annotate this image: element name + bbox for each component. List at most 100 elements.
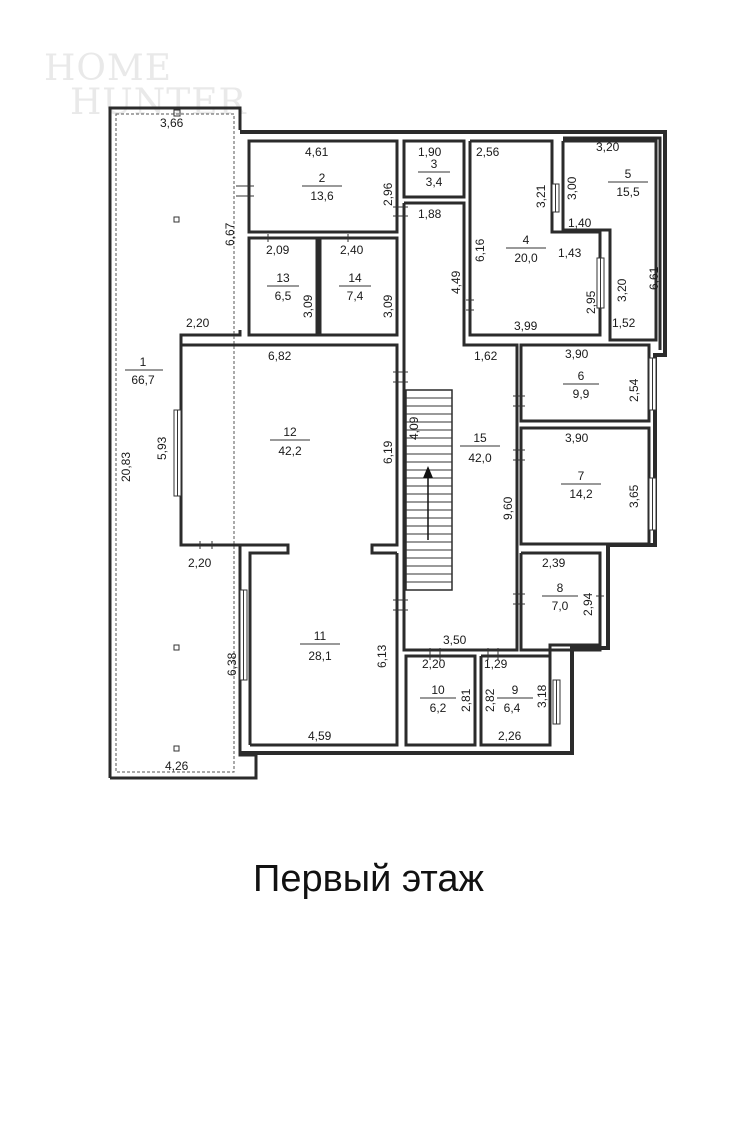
svg-text:13: 13 <box>276 271 290 285</box>
svg-text:14,2: 14,2 <box>569 487 593 501</box>
svg-text:1,52: 1,52 <box>612 316 636 330</box>
svg-text:2,54: 2,54 <box>627 378 641 402</box>
svg-text:2,94: 2,94 <box>581 592 595 616</box>
svg-text:2,09: 2,09 <box>266 243 290 257</box>
svg-text:66,7: 66,7 <box>131 373 155 387</box>
svg-text:3,4: 3,4 <box>426 175 443 189</box>
room-15-label: 15 42,0 <box>460 431 500 465</box>
room-9-label: 96,4 <box>497 683 533 715</box>
windows <box>173 183 657 725</box>
svg-text:4,59: 4,59 <box>308 729 332 743</box>
svg-text:2,81: 2,81 <box>459 688 473 712</box>
room-2-label: 213,6 <box>302 171 342 203</box>
svg-text:15: 15 <box>473 431 487 445</box>
svg-text:6,61: 6,61 <box>647 266 661 290</box>
svg-text:13,6: 13,6 <box>310 189 334 203</box>
svg-text:2,39: 2,39 <box>542 556 566 570</box>
svg-text:3,90: 3,90 <box>565 347 589 361</box>
svg-text:6,2: 6,2 <box>430 701 447 715</box>
svg-text:7,4: 7,4 <box>347 289 364 303</box>
svg-text:2,96: 2,96 <box>381 182 395 206</box>
svg-text:3,20: 3,20 <box>596 140 620 154</box>
svg-text:3,09: 3,09 <box>301 294 315 318</box>
room-7-label: 714,2 <box>561 469 601 501</box>
room-11-label: 11 28,1 <box>300 629 340 663</box>
svg-text:6,5: 6,5 <box>275 289 292 303</box>
floor-title: Первый этаж <box>253 858 484 900</box>
svg-text:3,09: 3,09 <box>381 294 395 318</box>
svg-text:5: 5 <box>625 167 632 181</box>
svg-text:2: 2 <box>319 171 326 185</box>
svg-text:2,20: 2,20 <box>188 556 212 570</box>
svg-text:7,0: 7,0 <box>552 599 569 613</box>
room-3-label: 33,4 <box>418 157 450 189</box>
svg-text:9,60: 9,60 <box>501 496 515 520</box>
svg-text:2,40: 2,40 <box>340 243 364 257</box>
svg-text:6,82: 6,82 <box>268 349 292 363</box>
svg-text:12: 12 <box>283 425 297 439</box>
svg-text:3,00: 3,00 <box>565 176 579 200</box>
svg-text:3,18: 3,18 <box>535 684 549 708</box>
svg-text:8: 8 <box>557 581 564 595</box>
svg-text:6,16: 6,16 <box>473 238 487 262</box>
svg-text:14: 14 <box>348 271 362 285</box>
svg-text:2,95: 2,95 <box>584 290 598 314</box>
svg-text:2,20: 2,20 <box>186 316 210 330</box>
svg-text:4,49: 4,49 <box>449 270 463 294</box>
room-1-label: 166,7 <box>125 355 163 387</box>
markers <box>173 109 181 752</box>
svg-text:4,26: 4,26 <box>165 759 189 773</box>
svg-text:3,99: 3,99 <box>514 319 538 333</box>
svg-text:2,26: 2,26 <box>498 729 522 743</box>
svg-text:2,56: 2,56 <box>476 145 500 159</box>
svg-text:2,82: 2,82 <box>483 688 497 712</box>
svg-text:2,20: 2,20 <box>422 657 446 671</box>
svg-text:1,40: 1,40 <box>568 216 592 230</box>
svg-text:6,67: 6,67 <box>223 222 237 246</box>
svg-text:15,5: 15,5 <box>616 185 640 199</box>
room-13-label: 136,5 <box>267 271 299 303</box>
svg-text:3,66: 3,66 <box>160 116 184 130</box>
room-8-label: 87,0 <box>542 581 578 613</box>
svg-text:1,62: 1,62 <box>474 349 498 363</box>
staircase <box>405 389 453 591</box>
svg-text:20,83: 20,83 <box>119 452 133 482</box>
svg-text:9: 9 <box>512 683 519 697</box>
walls <box>108 106 667 780</box>
doors <box>199 185 604 660</box>
room-4-label: 420,0 <box>506 233 546 265</box>
svg-text:1,88: 1,88 <box>418 207 442 221</box>
svg-text:6: 6 <box>578 369 585 383</box>
dimension-labels: 3,66 4,61 1,90 2,56 3,20 2,96 1,88 3,21 … <box>119 116 661 773</box>
room-5-label: 515,5 <box>608 167 648 199</box>
svg-text:11: 11 <box>314 629 327 643</box>
svg-text:5,93: 5,93 <box>155 436 169 460</box>
svg-text:28,1: 28,1 <box>308 649 332 663</box>
svg-text:10: 10 <box>431 683 445 697</box>
svg-text:7: 7 <box>578 469 585 483</box>
svg-text:9,9: 9,9 <box>573 387 590 401</box>
room-labels: 166,7 213,6 33,4 420,0 515,5 69,9 714,2 … <box>125 157 648 715</box>
svg-text:20,0: 20,0 <box>514 251 538 265</box>
watermark-logo: HOME HUNTER <box>44 48 247 123</box>
svg-text:6,38: 6,38 <box>225 652 239 676</box>
svg-text:3,20: 3,20 <box>615 278 629 302</box>
svg-text:42,0: 42,0 <box>468 451 492 465</box>
watermark-line2: HUNTER <box>70 82 247 123</box>
svg-text:6,19: 6,19 <box>381 440 395 464</box>
svg-text:3,65: 3,65 <box>627 484 641 508</box>
svg-text:1,43: 1,43 <box>558 246 582 260</box>
svg-text:1: 1 <box>140 355 147 369</box>
watermark-line1: HOME <box>44 48 172 89</box>
svg-text:42,2: 42,2 <box>278 444 302 458</box>
room-6-label: 69,9 <box>563 369 599 401</box>
svg-text:4: 4 <box>523 233 530 247</box>
room-14-label: 147,4 <box>339 271 371 303</box>
svg-text:4,09: 4,09 <box>407 416 421 440</box>
room-12-label: 12 42,2 <box>270 425 310 458</box>
svg-text:1,29: 1,29 <box>484 657 508 671</box>
svg-text:6,13: 6,13 <box>375 644 389 668</box>
svg-text:6,4: 6,4 <box>504 701 521 715</box>
room-10-label: 106,2 <box>420 683 456 715</box>
